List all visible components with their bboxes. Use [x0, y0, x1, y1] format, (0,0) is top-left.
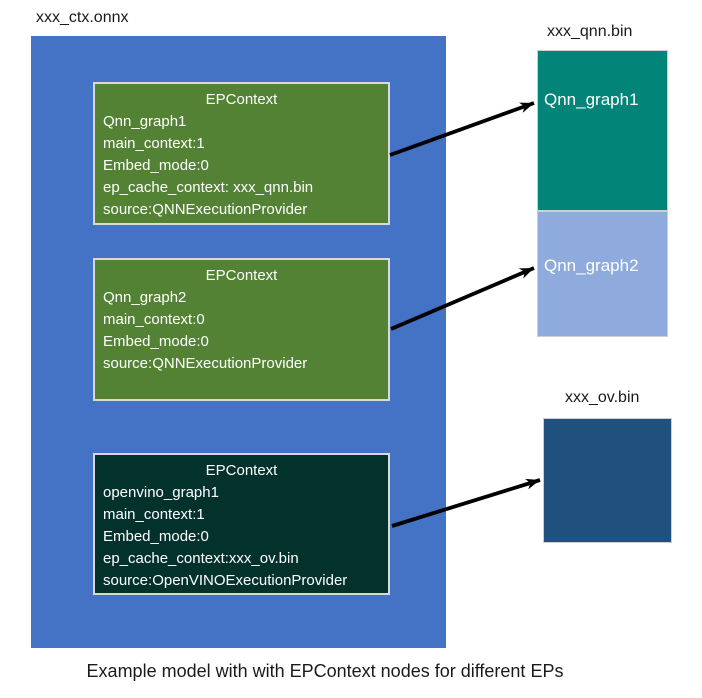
node-attr-line: Qnn_graph2: [103, 289, 187, 306]
bin-segment-qnn-graph1: Qnn_graph1: [537, 50, 668, 211]
node-attr-line: source:QNNExecutionProvider: [103, 201, 308, 218]
node-attr-line: source:QNNExecutionProvider: [103, 355, 308, 372]
node-attr-line: main_context:1: [103, 506, 205, 523]
epcontext-node-qnn-graph1: EPContext Qnn_graph1 main_context:1 Embe…: [93, 82, 390, 225]
bin-segment-qnn-graph2: Qnn_graph2: [537, 211, 668, 337]
bin-label-ov: xxx_ov.bin: [565, 389, 640, 406]
node-attr-line: Embed_mode:0: [103, 333, 209, 350]
epcontext-node-qnn-graph2: EPContext Qnn_graph2 main_context:0 Embe…: [93, 258, 390, 401]
node-title: EPContext: [205, 91, 278, 108]
node-attr-line: Embed_mode:0: [103, 157, 209, 174]
diagram-caption: Example model with with EPContext nodes …: [86, 661, 564, 681]
node-attr-line: main_context:0: [103, 311, 205, 328]
node-attr-line: ep_cache_context:xxx_ov.bin: [103, 550, 299, 567]
node-attr-line: ep_cache_context: xxx_qnn.bin: [103, 179, 314, 196]
epcontext-node-openvino-graph1: EPContext openvino_graph1 main_context:1…: [93, 453, 390, 595]
node-title: EPContext: [205, 462, 278, 479]
model-file-label: xxx_ctx.onnx: [36, 9, 129, 26]
node-attr-line: Qnn_graph1: [103, 113, 187, 130]
segment-label: Qnn_graph2: [544, 256, 639, 275]
node-attr-line: main_context:1: [103, 135, 205, 152]
node-title: EPContext: [205, 267, 278, 284]
segment-label: Qnn_graph1: [544, 90, 639, 109]
bin-box-ov: [543, 418, 672, 543]
node-attr-line: openvino_graph1: [103, 484, 219, 501]
bin-label-qnn: xxx_qnn.bin: [547, 23, 633, 40]
node-attr-line: source:OpenVINOExecutionProvider: [103, 572, 348, 589]
node-attr-line: Embed_mode:0: [103, 528, 209, 545]
